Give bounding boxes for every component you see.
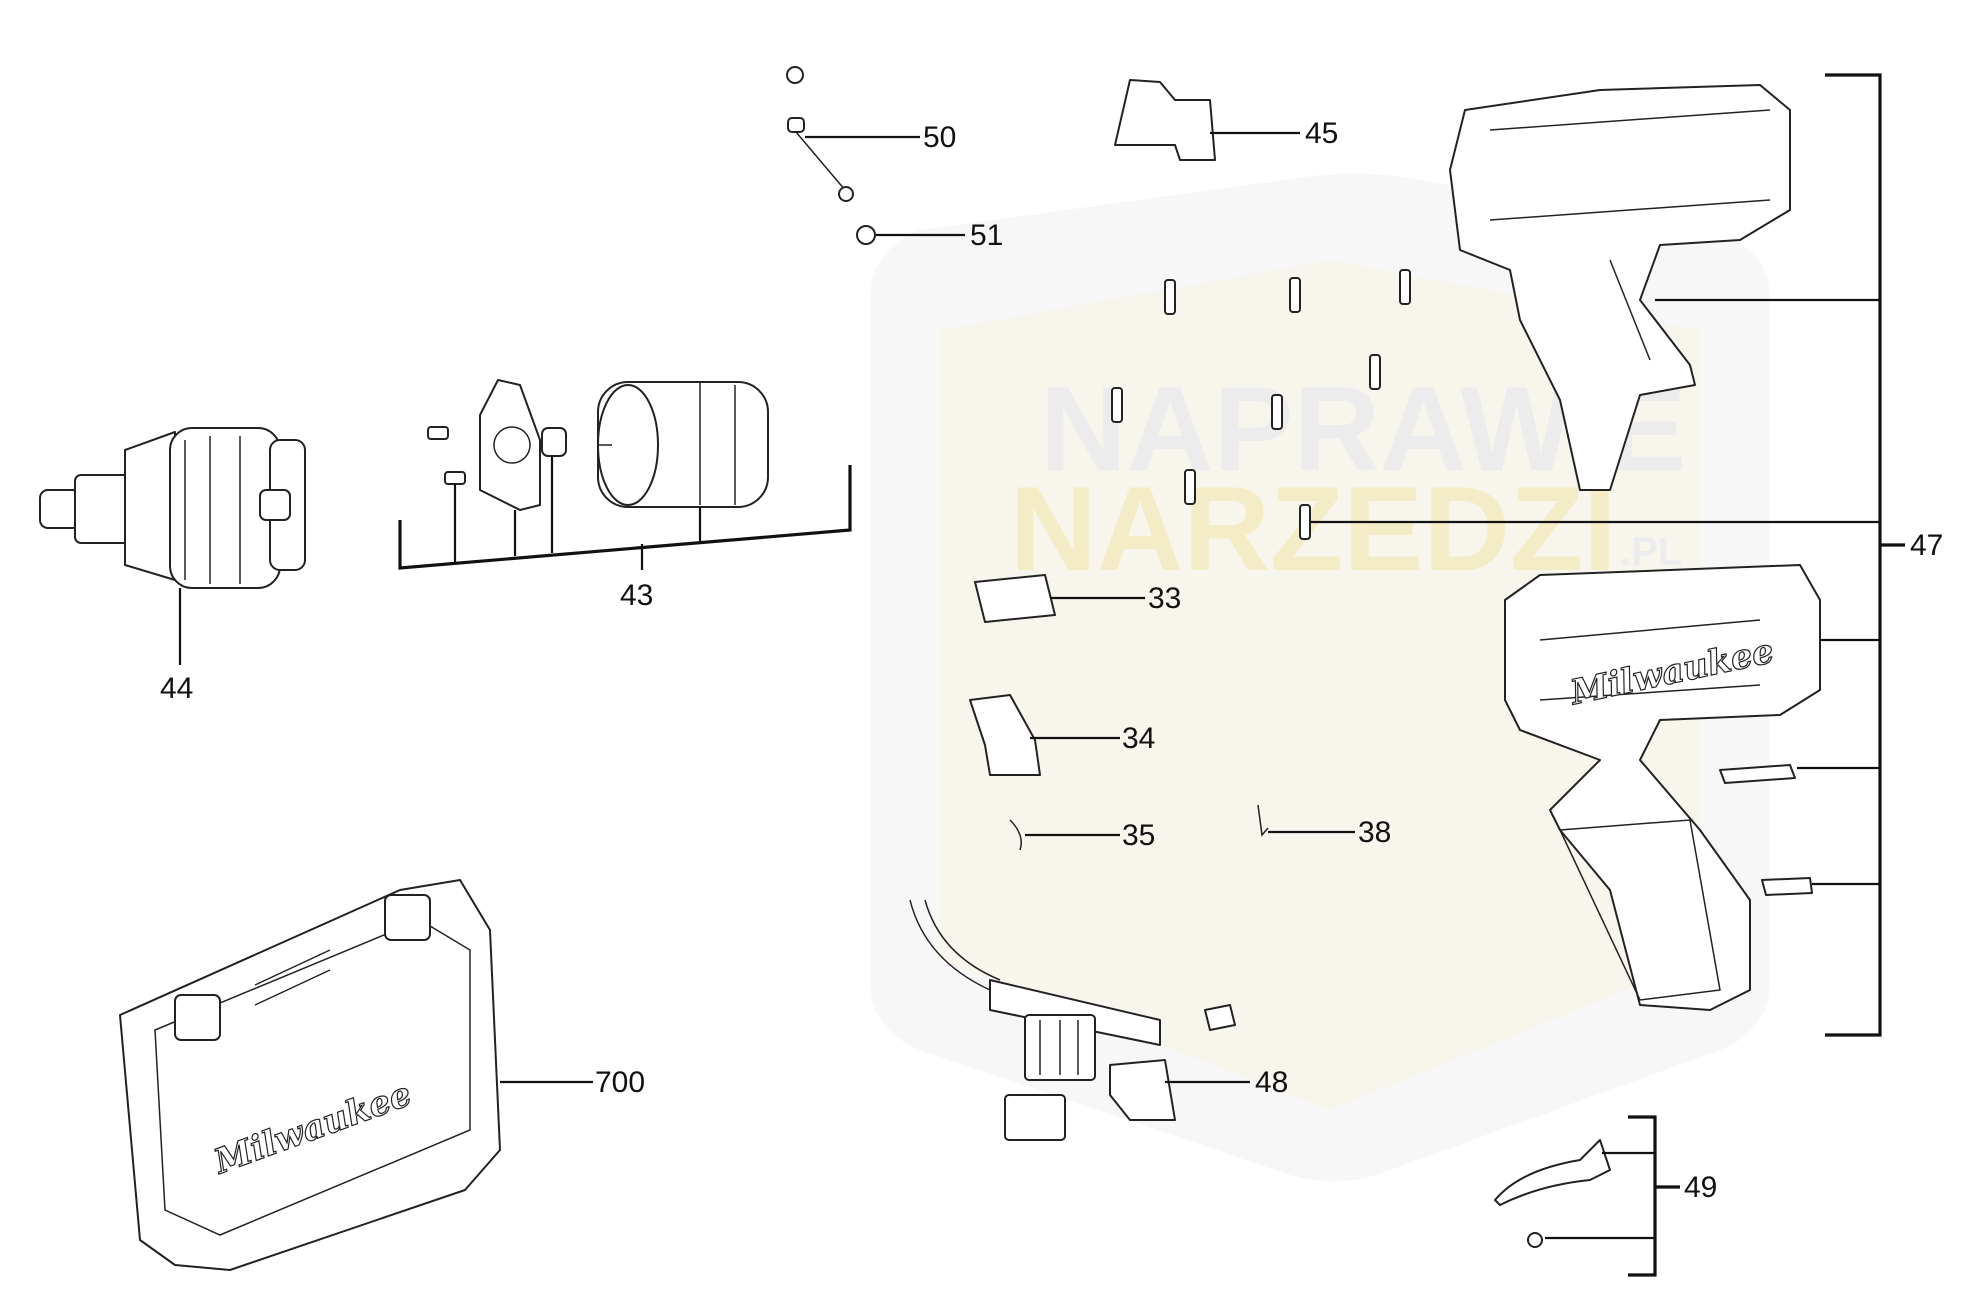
lever-part-34	[969, 694, 1120, 776]
clip-part-49	[1494, 1115, 1680, 1277]
label-51: 51	[970, 219, 1003, 252]
label-50: 50	[923, 121, 956, 154]
spring-part-35	[1009, 819, 1120, 851]
watermark: NAPRAWIE NARZEDZI .PL	[870, 173, 1770, 1182]
motor-part-43	[398, 379, 852, 570]
spring-part-38	[1257, 804, 1355, 837]
label-44: 44	[160, 672, 193, 705]
plate-part-45	[1114, 79, 1300, 161]
housing-part-47: Milwaukee	[1449, 73, 1905, 1037]
label-49: 49	[1684, 1171, 1717, 1204]
label-45: 45	[1305, 117, 1338, 150]
carry-case-part-700: Milwaukee	[119, 879, 593, 1271]
label-43: 43	[620, 579, 653, 612]
label-34: 34	[1122, 722, 1155, 755]
switch-part-33	[974, 574, 1145, 623]
label-48: 48	[1255, 1066, 1288, 1099]
wire-part-50	[786, 66, 920, 202]
label-35: 35	[1122, 819, 1155, 852]
gearbox-part-44	[39, 427, 306, 665]
housing-screws	[1111, 269, 1880, 540]
label-33: 33	[1148, 582, 1181, 615]
screw-part-51	[856, 225, 965, 245]
label-38: 38	[1358, 816, 1391, 849]
label-700: 700	[595, 1066, 645, 1099]
label-47: 47	[1910, 529, 1943, 562]
switch-module-part-48	[909, 899, 1250, 1141]
watermark-suffix: .PL	[1620, 530, 1682, 574]
watermark-line2: NARZEDZI	[1010, 462, 1617, 596]
